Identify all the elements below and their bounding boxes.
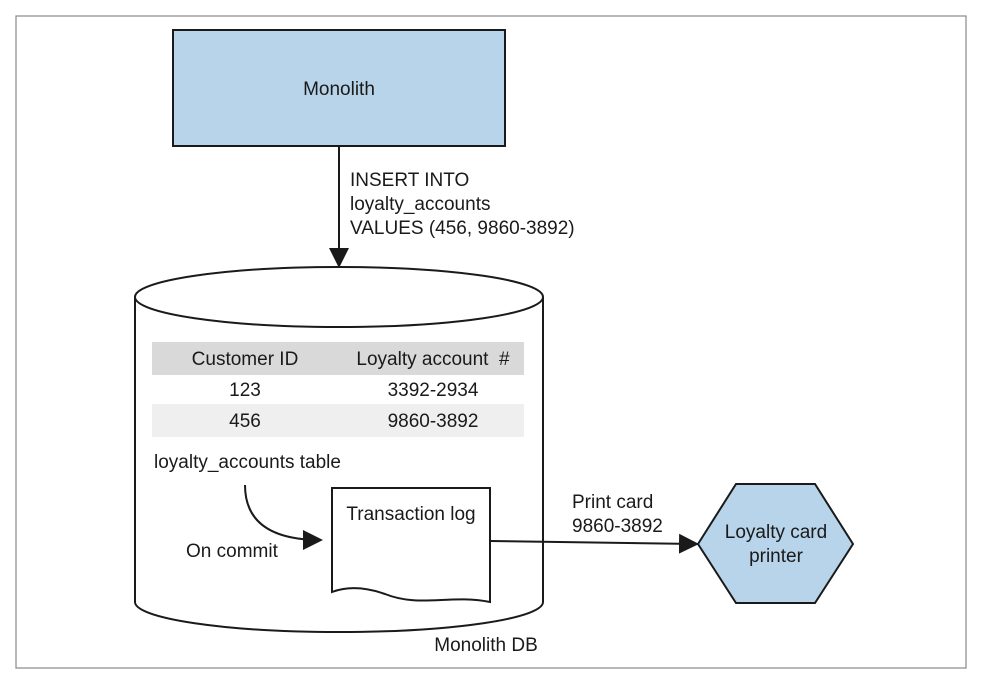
table-cell: 123 <box>229 380 261 401</box>
insert-line-3: VALUES (456, 9860-3892) <box>350 218 575 239</box>
table-cell: 456 <box>229 411 261 432</box>
print-edge-line-1: Print card <box>572 492 653 513</box>
table-cell: 3392-2934 <box>388 380 479 401</box>
monolith-label: Monolith <box>303 79 375 100</box>
insert-line-1: INSERT INTO <box>350 170 469 191</box>
table-caption: loyalty_accounts table <box>154 452 341 473</box>
table-cell: 9860-3892 <box>388 411 479 432</box>
database-label: Monolith DB <box>434 635 538 656</box>
print-edge-line-2: 9860-3892 <box>572 516 663 537</box>
insert-line-2: loyalty_accounts <box>350 194 490 215</box>
printer-label-line-2: printer <box>749 546 804 567</box>
cylinder-top <box>134 266 544 328</box>
transaction-log-label: Transaction log <box>346 504 475 525</box>
printer-label-line-1: Loyalty card <box>725 522 827 543</box>
commit-label: On commit <box>186 541 279 562</box>
printer-node: Loyalty card printer <box>696 483 855 604</box>
monolith-node: Monolith <box>172 29 506 147</box>
table-alt-row-bg <box>152 404 524 437</box>
table-header-bg <box>152 342 524 375</box>
insert-statement: INSERT INTO loyalty_accounts VALUES (456… <box>350 170 575 239</box>
figure-frame <box>15 15 967 669</box>
table-header-loyalty-account: Loyalty account # <box>356 349 510 370</box>
printer-hexagon <box>696 483 855 604</box>
commit-arrow <box>244 484 323 550</box>
print-arrow <box>489 533 699 554</box>
table-header-customer-id: Customer ID <box>192 349 299 370</box>
loyalty-table: Customer ID Loyalty account # 123 3392-2… <box>152 342 524 437</box>
document-shape <box>331 487 491 604</box>
transaction-log-document: Transaction log <box>331 487 491 604</box>
